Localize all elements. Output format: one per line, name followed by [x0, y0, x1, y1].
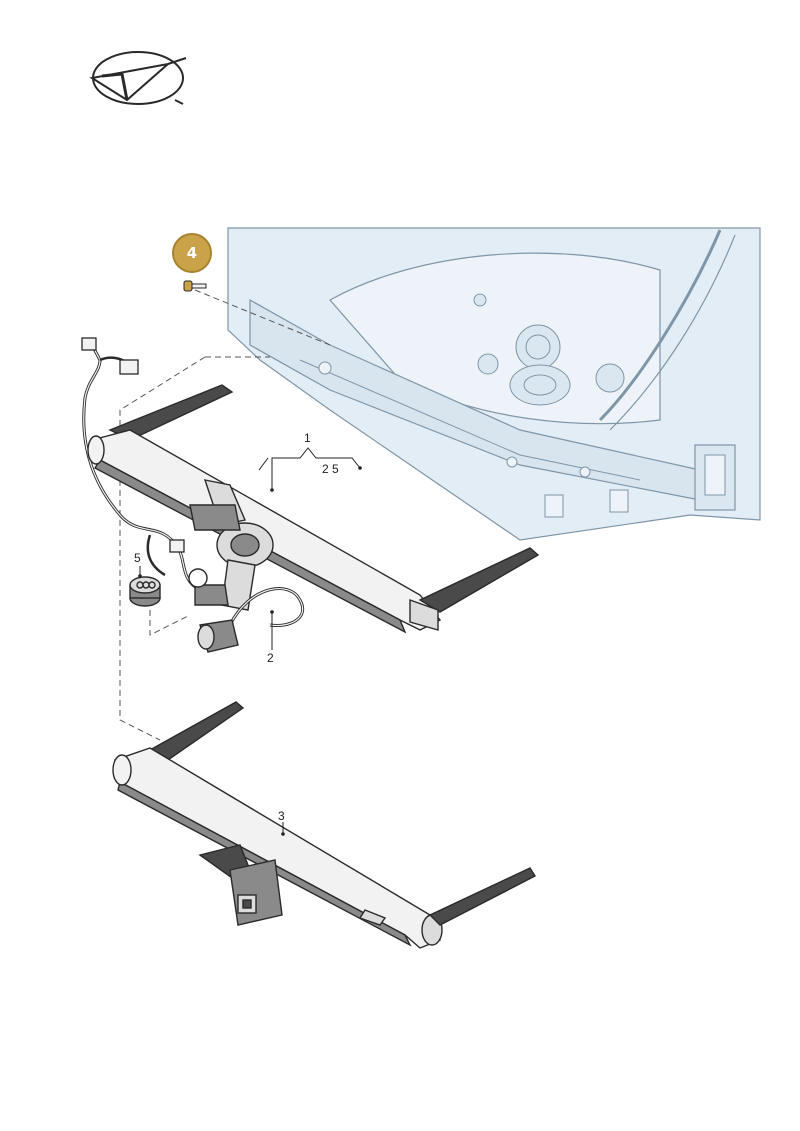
vehicle-rear-body: [227, 227, 761, 541]
highlight-badge-4[interactable]: 4: [172, 233, 212, 273]
paper-plane-check-emblem-icon: [89, 51, 187, 105]
callout-2-5: 2 5: [322, 462, 339, 476]
callout-3: 3: [278, 809, 285, 823]
badge-4-number: 4: [187, 244, 197, 262]
towing-hitch-crossbar: [112, 701, 536, 949]
towing-bracket-assembly: [87, 384, 540, 634]
electrical-socket: [197, 587, 304, 653]
leader-lines: [139, 447, 361, 834]
callout-5: 5: [134, 551, 141, 565]
cover-cap: [129, 576, 161, 607]
leader-dots: [138, 466, 362, 836]
wiring-harness: [81, 337, 201, 592]
bolt: [183, 280, 207, 292]
callout-2: 2: [267, 651, 274, 665]
callout-1: 1: [304, 431, 311, 445]
assembly-guide-lines: [119, 289, 331, 741]
